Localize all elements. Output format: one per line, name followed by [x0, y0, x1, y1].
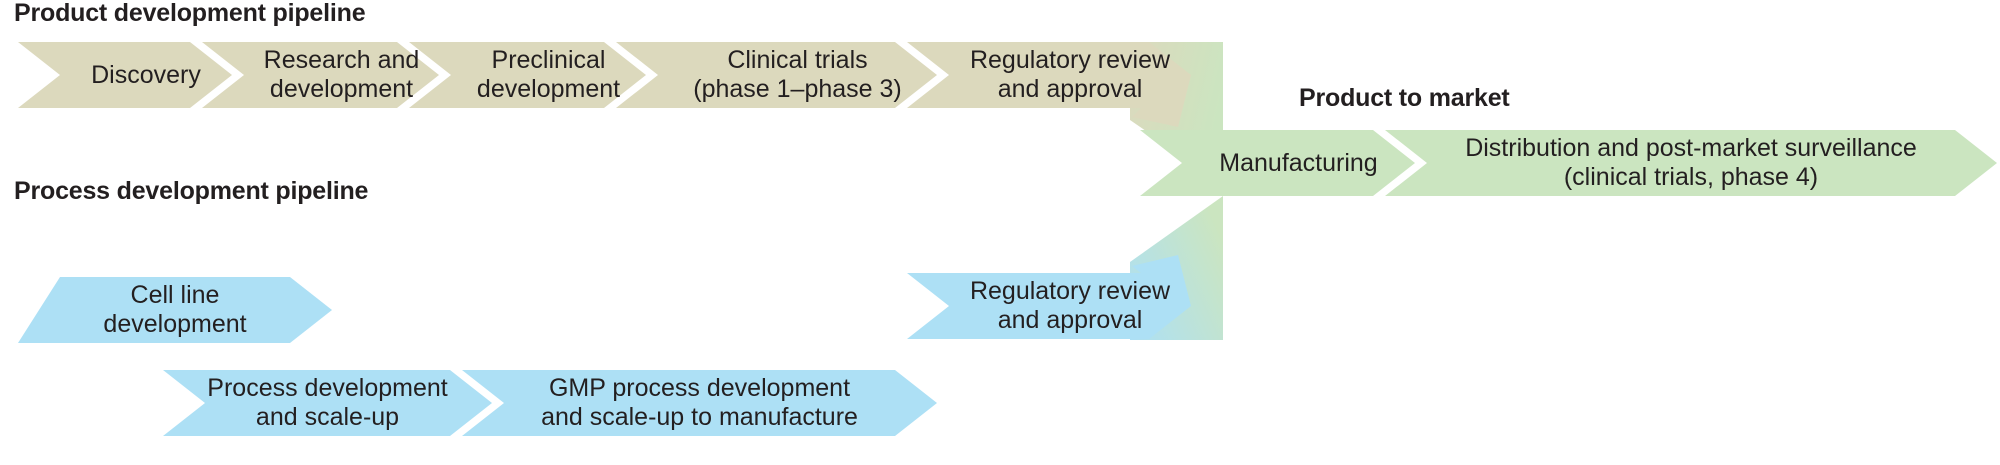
stage-shape-process-development-scaleup[interactable]: [163, 370, 492, 436]
stage-shape-research-and-development[interactable]: [202, 42, 439, 108]
product-development-pipeline-title: Product development pipeline: [14, 0, 366, 27]
stage-shape-regulatory-review-product[interactable]: [907, 42, 1191, 127]
stage-shape-discovery[interactable]: [18, 42, 232, 108]
stage-shape-gmp-process-development[interactable]: [462, 370, 937, 436]
product-to-market-title: Product to market: [1299, 84, 1510, 112]
stage-shape-cell-line-development[interactable]: [18, 277, 332, 343]
stage-shape-preclinical-development[interactable]: [409, 42, 646, 108]
product-to-market-row: [1140, 130, 1997, 196]
stage-shape-regulatory-review-process-main[interactable]: [907, 255, 1191, 339]
stage-shape-clinical-trials[interactable]: [616, 42, 937, 108]
process-development-pipeline-title: Process development pipeline: [14, 177, 369, 205]
stage-shape-distribution-surveillance[interactable]: [1385, 130, 1997, 196]
stage-shape-manufacturing[interactable]: [1140, 130, 1415, 196]
product-development-row: [18, 42, 1191, 127]
process-development-rows: [18, 255, 1191, 436]
